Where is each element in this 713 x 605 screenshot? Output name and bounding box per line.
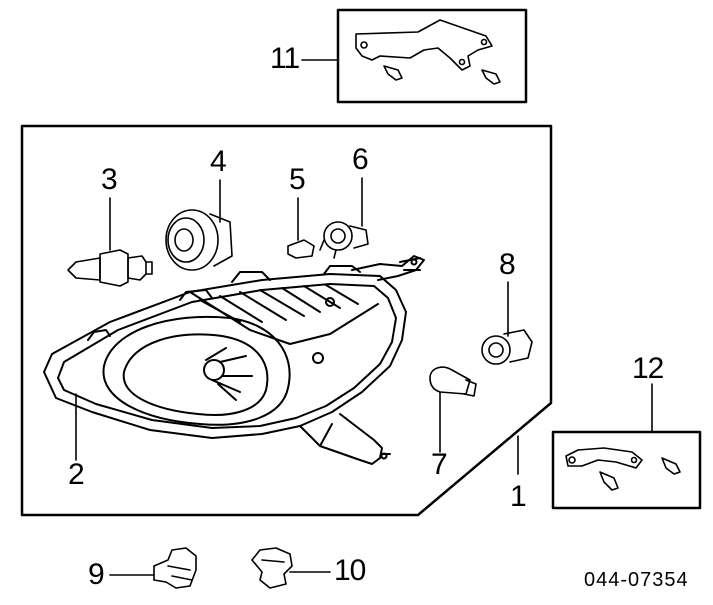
assembly-frame	[20, 124, 553, 517]
callout-4: 4	[210, 145, 227, 178]
headlamp-body	[43, 255, 425, 465]
socket-6	[319, 221, 369, 259]
callout-10: 10	[334, 554, 366, 587]
bulb-5	[287, 239, 315, 259]
callout-8: 8	[499, 248, 516, 281]
bulb-3	[67, 249, 153, 287]
leader-lines	[75, 59, 653, 576]
bracket-12-drawing	[565, 447, 681, 491]
bracket-box-12	[551, 430, 702, 510]
callout-3: 3	[101, 163, 118, 196]
callout-1: 1	[510, 480, 527, 513]
bracket-11-drawing	[355, 19, 501, 85]
socket-8	[481, 329, 533, 365]
callout-9: 9	[88, 558, 105, 591]
clip-9	[153, 547, 197, 589]
drawing-code: 044-07354	[584, 569, 689, 591]
bulb-7	[429, 366, 477, 397]
callout-6: 6	[352, 143, 369, 176]
bracket-box-11	[336, 8, 528, 104]
callout-2: 2	[68, 458, 85, 491]
callout-5: 5	[289, 163, 306, 196]
socket-cover-4	[165, 209, 233, 271]
grommet-10	[251, 547, 293, 589]
callout-11: 11	[270, 42, 300, 75]
callout-7: 7	[431, 448, 448, 481]
callout-12: 12	[632, 352, 664, 385]
